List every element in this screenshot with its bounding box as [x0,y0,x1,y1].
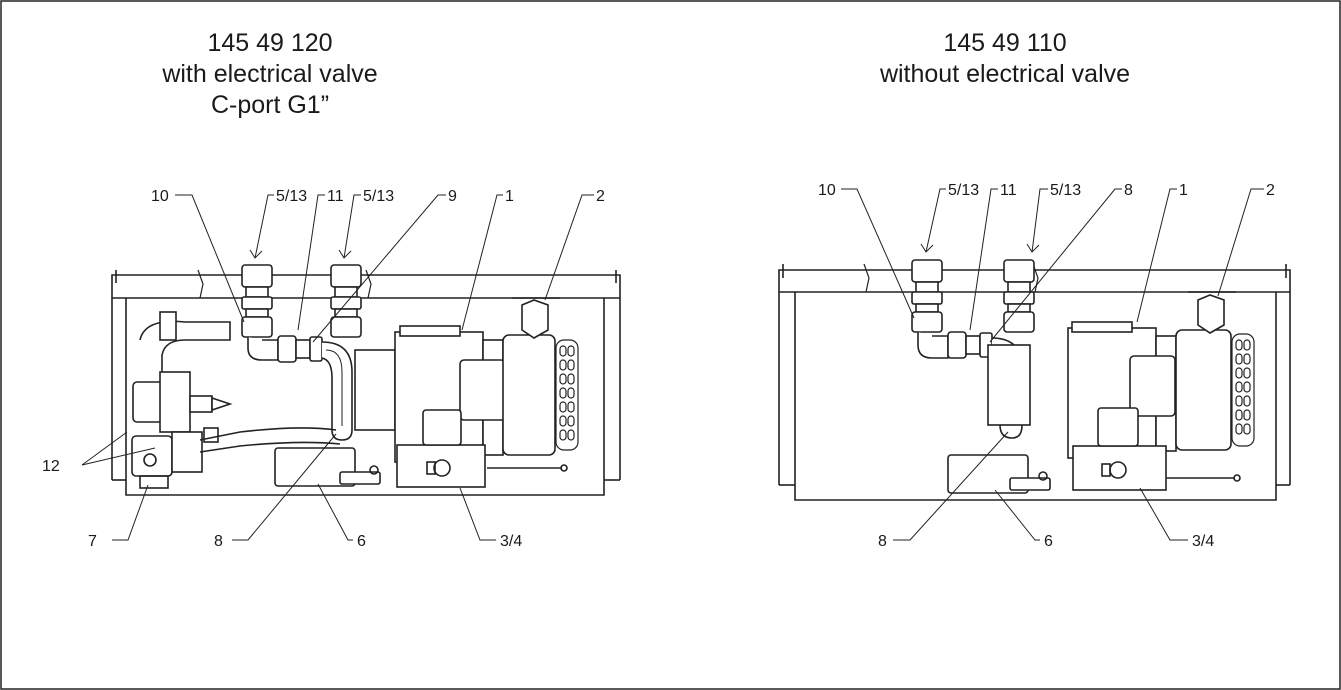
callout-3-4: 3/4 [1192,533,1214,550]
right-title-line-1: 145 49 110 [943,29,1067,57]
callout-11: 11 [1000,182,1017,199]
callout-2: 2 [1266,182,1275,199]
callout-7: 7 [88,533,97,550]
callout-11: 11 [327,188,344,205]
left-view-title: 145 49 120 with electrical valve C-port … [140,28,400,121]
left-callout-labels: 10 5/13 11 5/13 9 1 2 12 7 8 6 3/4 [42,188,605,550]
left-leaders [81,194,594,541]
callout-8: 8 [1124,182,1133,199]
right-pump-unit [778,259,1291,501]
left-pump-unit [111,264,621,496]
left-title-line-3: C-port G1” [210,91,330,119]
callout-6: 6 [357,533,366,550]
callout-8: 8 [878,533,887,550]
left-title-line-1: 145 49 120 [207,29,333,57]
callout-1: 1 [505,188,514,205]
right-callout-labels: 10 5/13 11 5/13 8 1 2 8 6 3/4 [818,182,1275,550]
callout-8: 8 [214,533,223,550]
callout-3-4: 3/4 [500,533,522,550]
callout-10: 10 [151,188,169,205]
callout-5-13: 5/13 [363,188,394,205]
callout-5-13: 5/13 [1050,182,1081,199]
right-view-title: 145 49 110 without electrical valve [860,28,1150,90]
callout-10: 10 [818,182,836,199]
right-leaders [841,188,1264,541]
callout-9: 9 [448,188,457,205]
callout-5-13: 5/13 [948,182,979,199]
right-title-line-2: without electrical valve [879,60,1131,88]
left-title-line-2: with electrical valve [162,60,378,88]
callout-2: 2 [596,188,605,205]
callout-12: 12 [42,458,60,475]
callout-1: 1 [1179,182,1188,199]
callout-5-13: 5/13 [276,188,307,205]
callout-6: 6 [1044,533,1053,550]
